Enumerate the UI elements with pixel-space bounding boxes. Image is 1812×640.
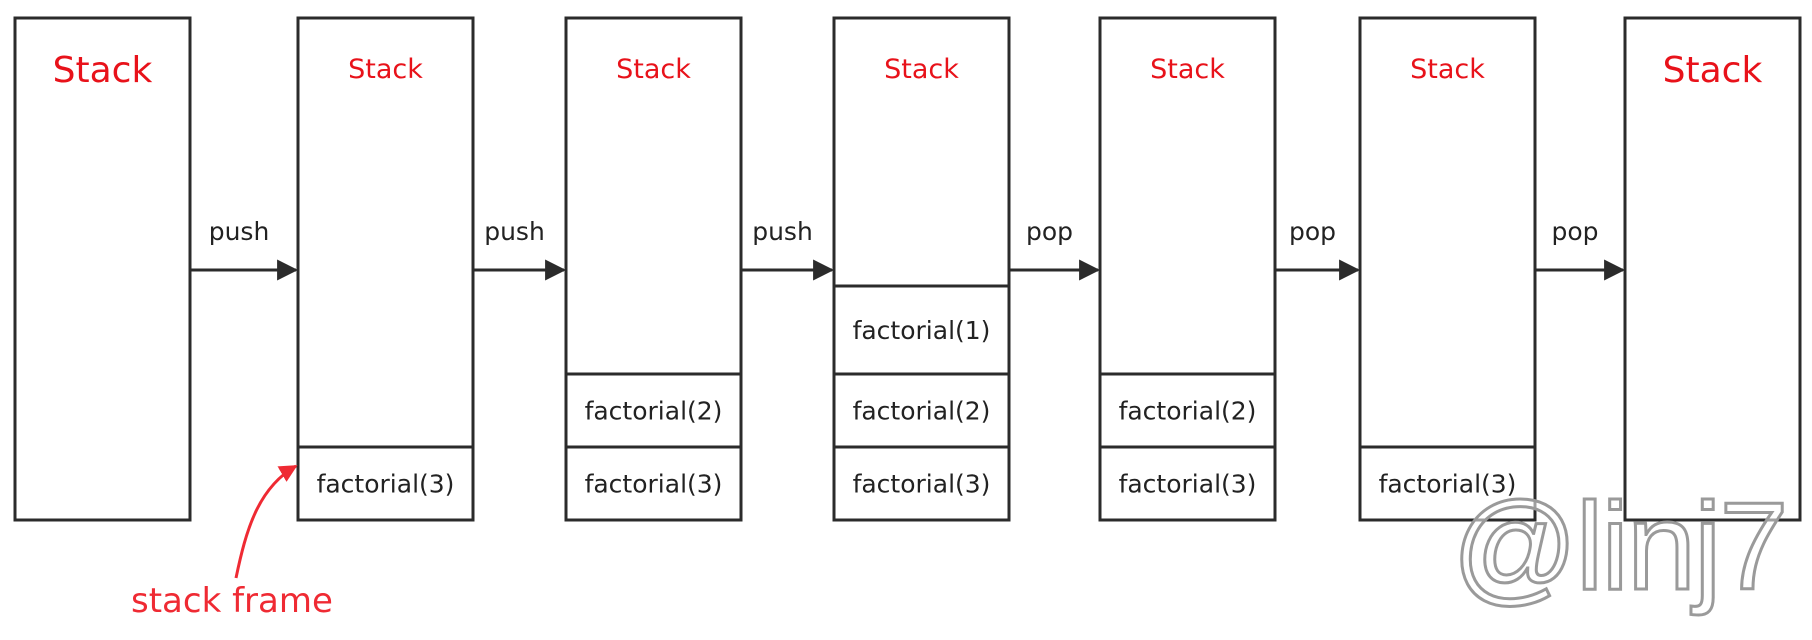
- annotation-arrow: [234, 464, 298, 579]
- stack-box: [564, 16, 743, 522]
- stack-1: Stack: [13, 16, 192, 522]
- stacks-layer: Stack Stack factorial(3) Stack factorial(3) f…: [13, 16, 1802, 522]
- operation-2: push: [473, 217, 567, 281]
- operation-label: push: [209, 217, 270, 246]
- stack-frame-label: factorial(3): [853, 470, 991, 499]
- stack-title: Stack: [1410, 54, 1485, 85]
- stack-6: Stack factorial(3): [1358, 16, 1537, 522]
- operation-label: pop: [1551, 217, 1598, 246]
- annotation-label: stack frame: [131, 581, 333, 621]
- stack-frame-label: factorial(1): [853, 316, 991, 345]
- stack-7: Stack: [1623, 16, 1802, 522]
- stack-box: [832, 16, 1011, 522]
- stack-title: Stack: [1663, 50, 1763, 91]
- stack-3: Stack factorial(3) factorial(2): [564, 16, 743, 522]
- stack-5: Stack factorial(3) factorial(2): [1098, 16, 1277, 522]
- stack-frame-label: factorial(2): [585, 397, 723, 426]
- stack-title: Stack: [884, 54, 959, 85]
- stack-box: [1623, 16, 1802, 522]
- stack-frame-label: factorial(3): [1119, 470, 1257, 499]
- operation-label: push: [752, 217, 813, 246]
- operations-layer: push push push pop pop pop: [190, 217, 1626, 281]
- operation-label: push: [484, 217, 545, 246]
- stack-frame-label: factorial(3): [1379, 470, 1517, 499]
- stack-box: [1098, 16, 1277, 522]
- stack-frame-label: factorial(3): [585, 470, 723, 499]
- annotation-layer: stack frame: [131, 464, 333, 621]
- stack-frame-label: factorial(2): [1119, 397, 1257, 426]
- stack-box: [296, 16, 475, 522]
- operation-6: pop: [1535, 217, 1626, 281]
- stack-2: Stack factorial(3): [296, 16, 475, 522]
- stack-title: Stack: [616, 54, 691, 85]
- operation-1: push: [190, 217, 299, 281]
- stack-box: [13, 16, 192, 522]
- operation-label: pop: [1026, 217, 1073, 246]
- stack-box: [1358, 16, 1537, 522]
- operation-5: pop: [1275, 217, 1361, 281]
- operation-label: pop: [1289, 217, 1336, 246]
- stack-frame-label: factorial(3): [317, 470, 455, 499]
- stack-title: Stack: [53, 50, 153, 91]
- stack-title: Stack: [348, 54, 423, 85]
- watermark: @linj7: [1450, 478, 1789, 616]
- stack-frame-label: factorial(2): [853, 397, 991, 426]
- stack-4: Stack factorial(3) factorial(2) factorial(1…: [832, 16, 1011, 522]
- stack-title: Stack: [1150, 54, 1225, 85]
- operation-4: pop: [1009, 217, 1101, 281]
- operation-3: push: [741, 217, 835, 281]
